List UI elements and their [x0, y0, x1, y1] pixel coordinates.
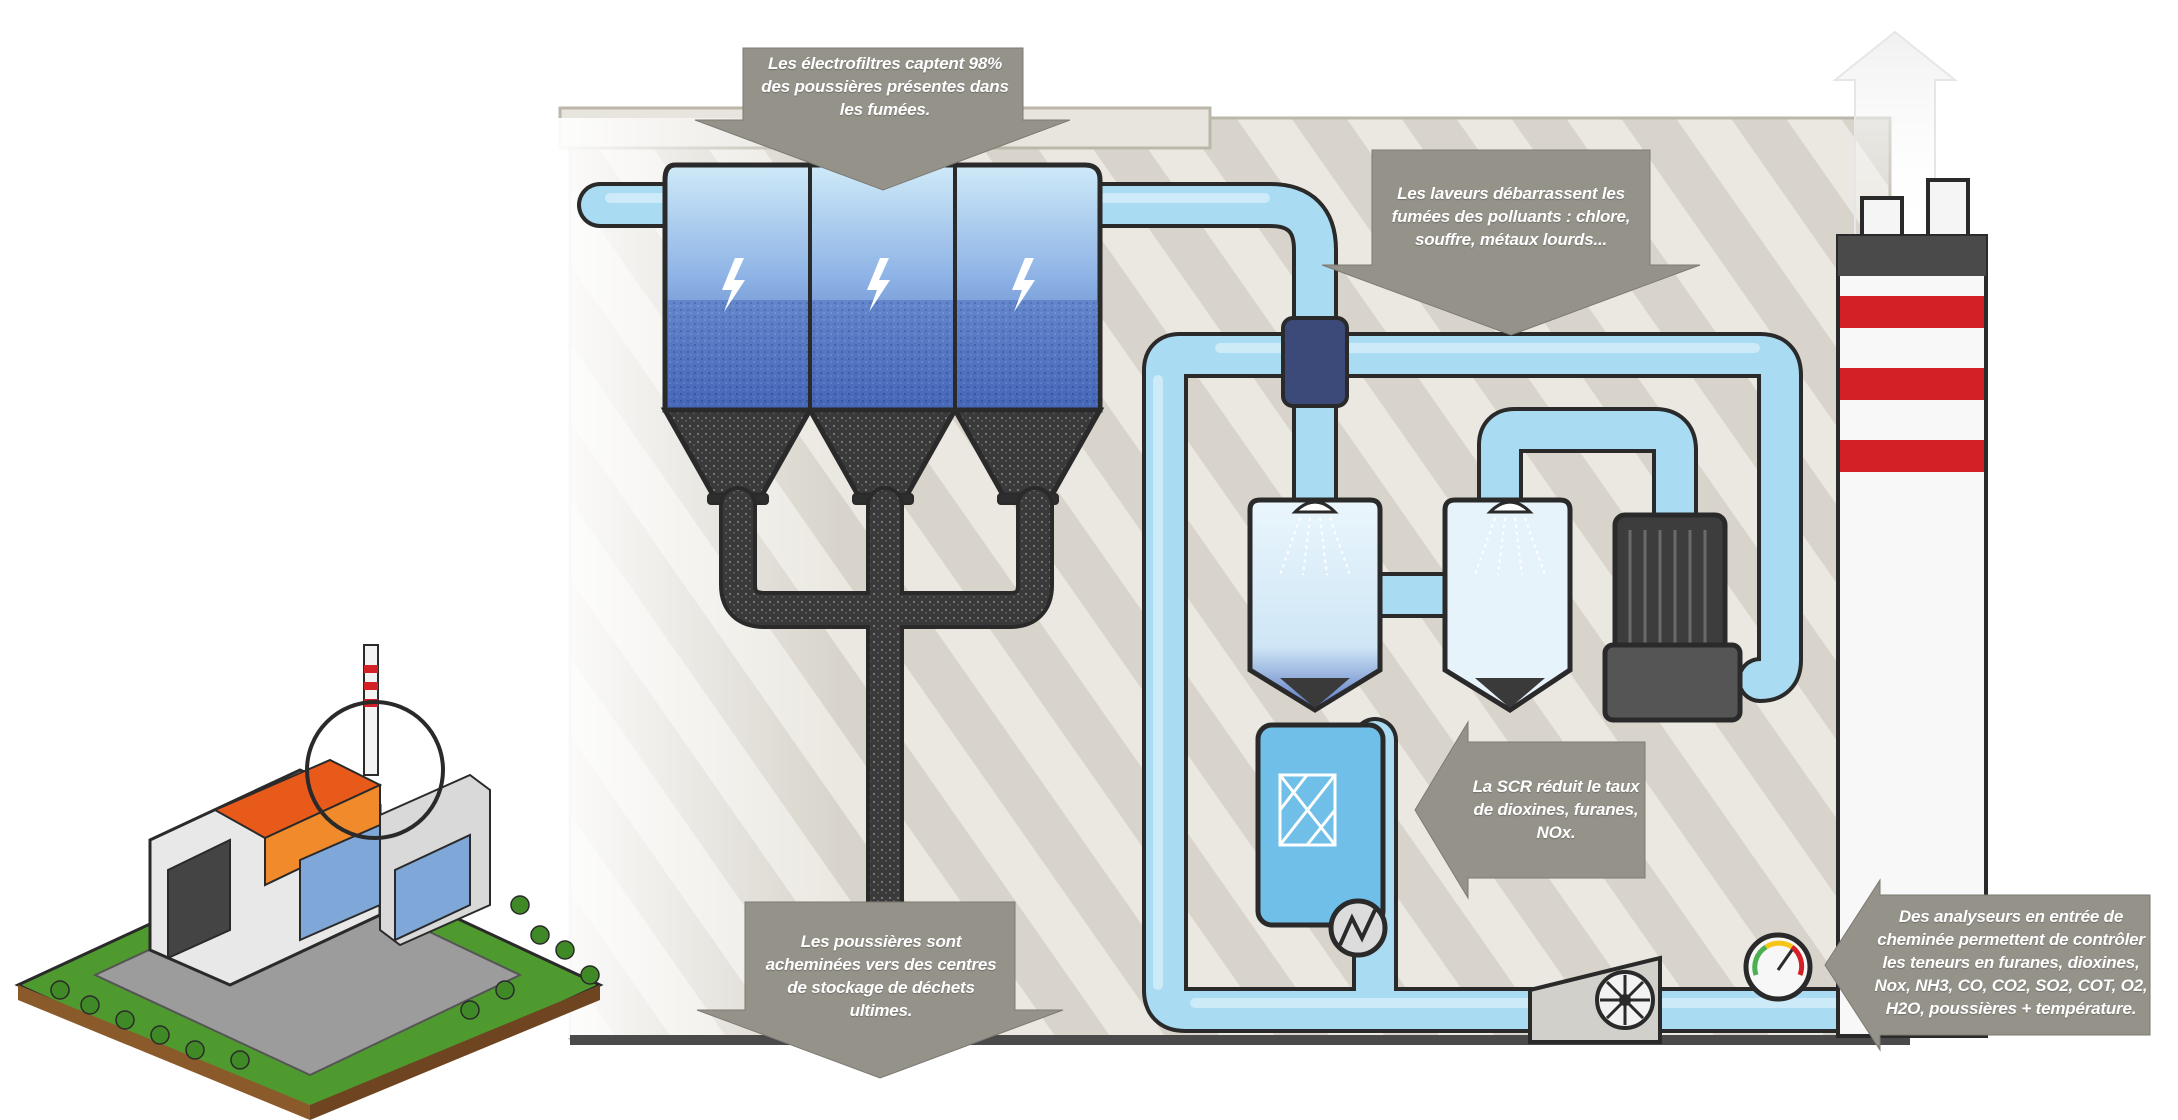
- spray-nozzle-icon: [1279, 500, 1546, 576]
- callout-shapes: [694, 47, 2151, 1079]
- electrofilters: [660, 162, 1105, 505]
- gauge-icon: [1743, 932, 1813, 1002]
- lightning-icon: [722, 258, 1035, 312]
- heat-exchanger-icon: [1328, 898, 1388, 958]
- bag-filter-unit: [1602, 512, 1743, 723]
- plant-overview-illustration: [14, 644, 604, 1120]
- scr-reactor: [1255, 722, 1386, 928]
- callout-analyzers: Des analyseurs en entrée de cheminée per…: [1874, 907, 2148, 1018]
- duct-damper: [1281, 316, 1349, 408]
- callout-scr: La SCR réduit le taux de dioxines, furan…: [1472, 777, 1640, 842]
- up-arrow-icon: [1832, 30, 1958, 241]
- callout-dust-storage: Les poussières sont acheminées vers des …: [765, 932, 997, 1020]
- dust-evacuation-pipes: [719, 486, 1054, 929]
- callout-scrubbers: Les laveurs débarrassent les fumées des …: [1391, 184, 1631, 249]
- catalyst-grid-icon: [1278, 773, 1337, 847]
- scrubbers: [1247, 497, 1573, 713]
- fan-icon: [1528, 955, 1662, 1044]
- callout-electrofilters: Les électrofiltres captent 98% des pouss…: [761, 54, 1009, 119]
